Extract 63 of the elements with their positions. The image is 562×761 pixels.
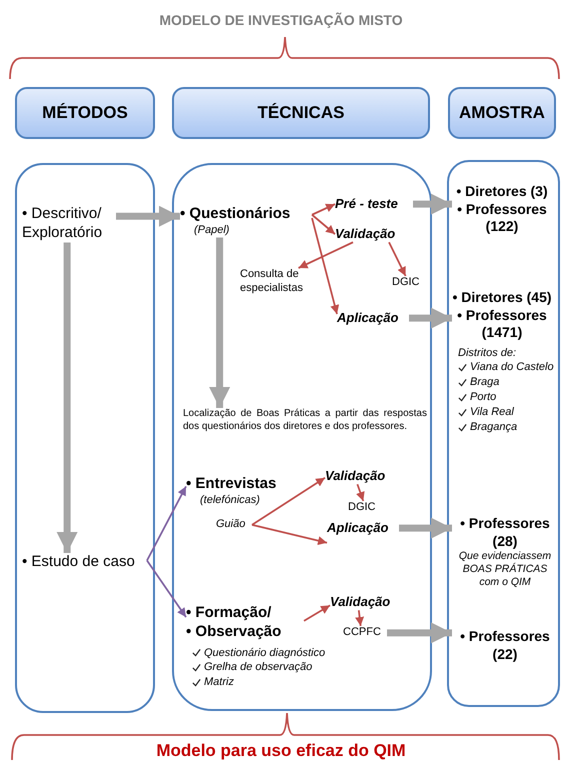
title: MODELO DE INVESTIGAÇÃO MISTO — [158, 11, 404, 30]
method-label: • Estudo de caso — [22, 553, 136, 572]
step-label: DGIC — [348, 501, 376, 515]
checklist-item: Vila Real — [470, 404, 514, 420]
note-text: Distritos de: — [458, 346, 516, 360]
step-label: Aplicação — [327, 520, 390, 536]
arrow — [252, 524, 328, 546]
technique-label: • Questionários — [180, 205, 292, 224]
checklist-item: Viana do Castelo — [470, 360, 554, 376]
technique-label: • Observação — [186, 622, 282, 642]
block-arrow — [413, 194, 452, 215]
header-box: TÉCNICAS — [172, 87, 430, 139]
technique-note: (telefónicas) — [199, 494, 261, 508]
checklist-item: Porto — [470, 390, 496, 405]
technique-note: (Papel) — [193, 224, 230, 238]
technique-label: • Formação/ — [186, 604, 272, 623]
arrow — [311, 218, 340, 314]
panel — [15, 163, 155, 713]
arrow — [312, 203, 336, 216]
step-label: DGIC — [392, 276, 420, 290]
sample-label: • Diretores (45) — [452, 289, 552, 306]
block-arrow — [56, 242, 78, 553]
step-label: Validação — [325, 468, 386, 484]
block-arrow — [387, 622, 452, 644]
note-text: Localização de Boas Práticas a partir das respostas dos questionários dos diretores e dos professores. — [183, 408, 427, 433]
sample-label: • Diretores (3) — [455, 183, 549, 200]
checklist-item: Grelha de observação — [204, 660, 312, 676]
step-label: Pré - teste — [335, 196, 399, 212]
arrow — [311, 214, 336, 235]
step-label: Consulta de especialistas — [240, 268, 304, 296]
step-label: CCPFC — [343, 626, 382, 640]
sample-label: • Professores (28) — [459, 515, 551, 550]
sample-label: • Professores (122) — [456, 200, 548, 236]
block-arrow — [409, 308, 452, 329]
technique-note: Guião — [216, 518, 246, 532]
block-arrow — [209, 238, 230, 408]
block-arrow — [399, 518, 452, 539]
caption: Modelo para uso eficaz do QIM — [155, 740, 407, 761]
checklist-item: Braga — [470, 375, 500, 390]
header-box: MÉTODOS — [15, 87, 155, 139]
sample-label: • Professores (22) — [459, 628, 551, 663]
step-label: Validação — [330, 594, 392, 610]
arrow — [298, 241, 354, 269]
checklist-item: Questionário diagnóstico — [204, 646, 326, 660]
sample-label: • Professores (1471) — [456, 306, 548, 342]
block-arrow — [116, 206, 180, 227]
checklist-item: Bragança — [470, 420, 518, 435]
header-box: AMOSTRA — [448, 87, 556, 139]
panel — [447, 160, 560, 707]
step-label: Validação — [335, 226, 396, 242]
method-label: • Descritivo/ Exploratório — [22, 205, 104, 242]
panel — [172, 163, 432, 711]
arrow — [388, 242, 406, 276]
step-label: Aplicação — [337, 310, 400, 326]
arrow — [252, 477, 326, 526]
arrow — [146, 486, 187, 561]
sample-note: Que evidenciassem BOAS PRÁTICAS com o QIM — [458, 550, 552, 590]
technique-label: • Entrevistas — [186, 475, 278, 494]
checklist-item: Matriz — [204, 675, 234, 690]
arrow — [356, 484, 365, 502]
arrow — [304, 604, 330, 622]
arrow — [355, 610, 364, 626]
arrow — [146, 560, 187, 618]
